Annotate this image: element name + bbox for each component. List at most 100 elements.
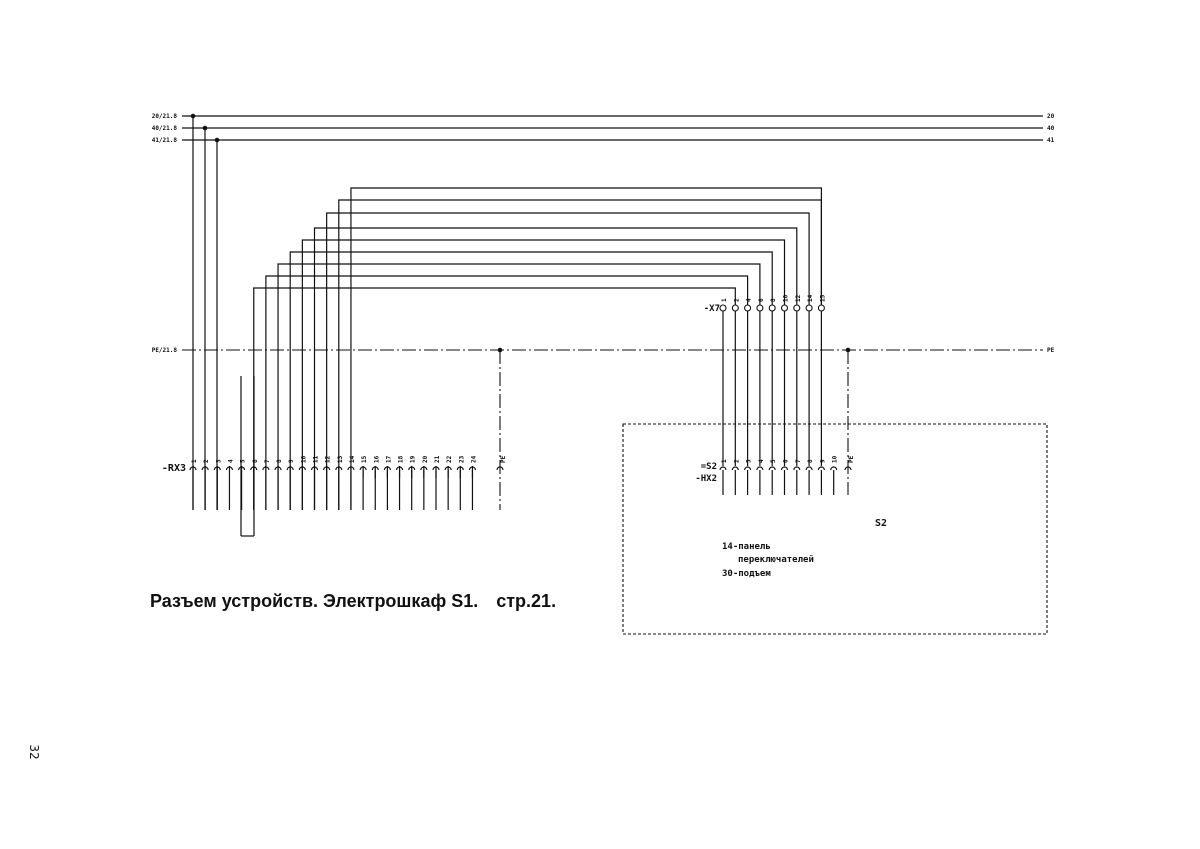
x7-pin-label: 6 [758,298,765,302]
x7-pin [756,304,764,312]
x7-rx3-wire [301,239,786,510]
page-title-ref: стр.21. [496,591,556,611]
s2-pe-pin-label: PE [848,455,855,463]
rx3-pe-pin-arc [496,466,504,471]
x7-pin-label: 10 [783,294,790,302]
s2-pin-arc [830,466,838,471]
rx3-bracket [240,376,255,537]
s2-pin-label: 8 [807,459,814,463]
rail-left-label-20: 20/21.8 [152,113,178,120]
x7-pin [768,304,776,312]
rx3-pin-label: 7 [264,459,271,463]
s2-pin-arc [768,466,776,471]
rx3-pin-label: 10 [300,455,307,463]
rx3-pin-label: 4 [227,459,234,463]
pe-right-label: PE [1047,347,1055,354]
s2-box-label: S2 [875,518,887,529]
x7-rx3-wire [313,227,798,510]
rail-right-label-40: 40 [1047,125,1055,132]
s2-pin-arc [780,466,789,471]
s2-pin-arc [731,466,739,471]
s2-box [622,423,1048,635]
rx3-pin-label: 5 [240,459,247,463]
s2-pin-label: 4 [758,459,765,463]
rail-left-label-41: 41/21.8 [152,137,178,144]
rx3-pin-label: 14 [349,455,356,463]
s2-pin-arc [744,466,752,471]
rx3-pin-label: 6 [252,459,259,463]
x7-pin [805,304,813,312]
pe-line: PE/21.8 PE [152,347,1055,510]
rx3-pin-label: 3 [215,459,222,463]
x7-pin-label: 14 [807,294,814,302]
rx3-pin-label: 11 [313,455,320,463]
s2-pin-label: 7 [795,459,802,463]
s2-label: =S2 [701,462,717,472]
s2-pin-label: 1 [721,459,728,463]
rx3-pin-label: 18 [398,455,405,463]
pe-left-label: PE/21.8 [152,347,178,354]
rail-right-label-41: 41 [1047,137,1055,144]
s2-note-lift: 30-подъем [722,569,771,579]
rail-right-label-20: 20 [1047,113,1055,120]
rx3-pin-label: 9 [288,459,295,463]
s2-pin-arc [805,466,813,471]
hx2-label: -HX2 [695,474,717,484]
s2-pin-arc [817,466,825,471]
rx3-pin-label: 2 [203,459,210,463]
x7-pin-label: 8 [770,298,777,302]
rx3-pin-label: 24 [470,455,477,463]
x7-pin [719,304,727,312]
rx3-pin-label: 13 [337,455,344,463]
rx3-pin-label: 22 [446,455,453,463]
rx3-pin-label: 23 [458,455,465,463]
nested-wires [253,187,823,510]
s2-pin-label: 5 [770,459,777,463]
rx3-pin-label: 16 [373,455,380,463]
s2-note-switches: переключателей [738,555,814,565]
x7-pin [793,304,801,312]
x7-rx3-wire [350,187,822,510]
s2-pin-label: 6 [783,459,790,463]
rx3-pin-label: 12 [325,455,332,463]
x7-pin-label: 15 [819,294,826,302]
rx3-pin-label: 15 [361,455,368,463]
s2-pin-arc [793,466,801,471]
rail-left-label-40: 40/21.8 [152,125,178,132]
s2-pe-pin-arc [844,466,852,471]
s2-note-panel: 14-панель [722,542,771,552]
x7-pin-label: 2 [733,298,740,302]
x7-pin-label: 12 [795,294,802,302]
x7-rx3-wire [253,287,736,510]
x7-rx3-wire [277,263,761,510]
s2-pin-arc [756,466,764,471]
x7-pin-label: 1 [721,298,728,302]
rx3-label: -RX3 [162,463,186,474]
rx3-pin-label: 1 [191,459,198,463]
x7-pin [731,304,739,312]
rx3-pin-label: 8 [276,459,283,463]
rx3-pe-pin-label: PE [500,455,507,463]
x7-pin [780,304,789,312]
x7-label: -X7 [704,304,720,314]
page-title: Разъем устройств. Электрошкаф S1. стр.21. [150,591,556,611]
rx3-pin-label: 20 [422,455,429,463]
x7-pin-label: 4 [746,298,753,302]
x7-rx3-wire [326,212,810,510]
x7-rx3-wire [289,251,773,510]
page-title-main: Разъем устройств. Электрошкаф S1. [150,591,478,611]
s2-pin-label: 2 [733,459,740,463]
rx3-pin-label: 19 [410,455,417,463]
x7-rx3-wire [265,275,749,510]
page-number: 32 [27,744,41,759]
s2-pin-arc [719,466,727,471]
s2-pin-label: 10 [832,455,839,463]
rx3-pin-label: 17 [385,455,392,463]
x7-pin [744,304,752,312]
s2-pin-label: 3 [746,459,753,463]
rx3-pin-label: 21 [434,455,441,463]
